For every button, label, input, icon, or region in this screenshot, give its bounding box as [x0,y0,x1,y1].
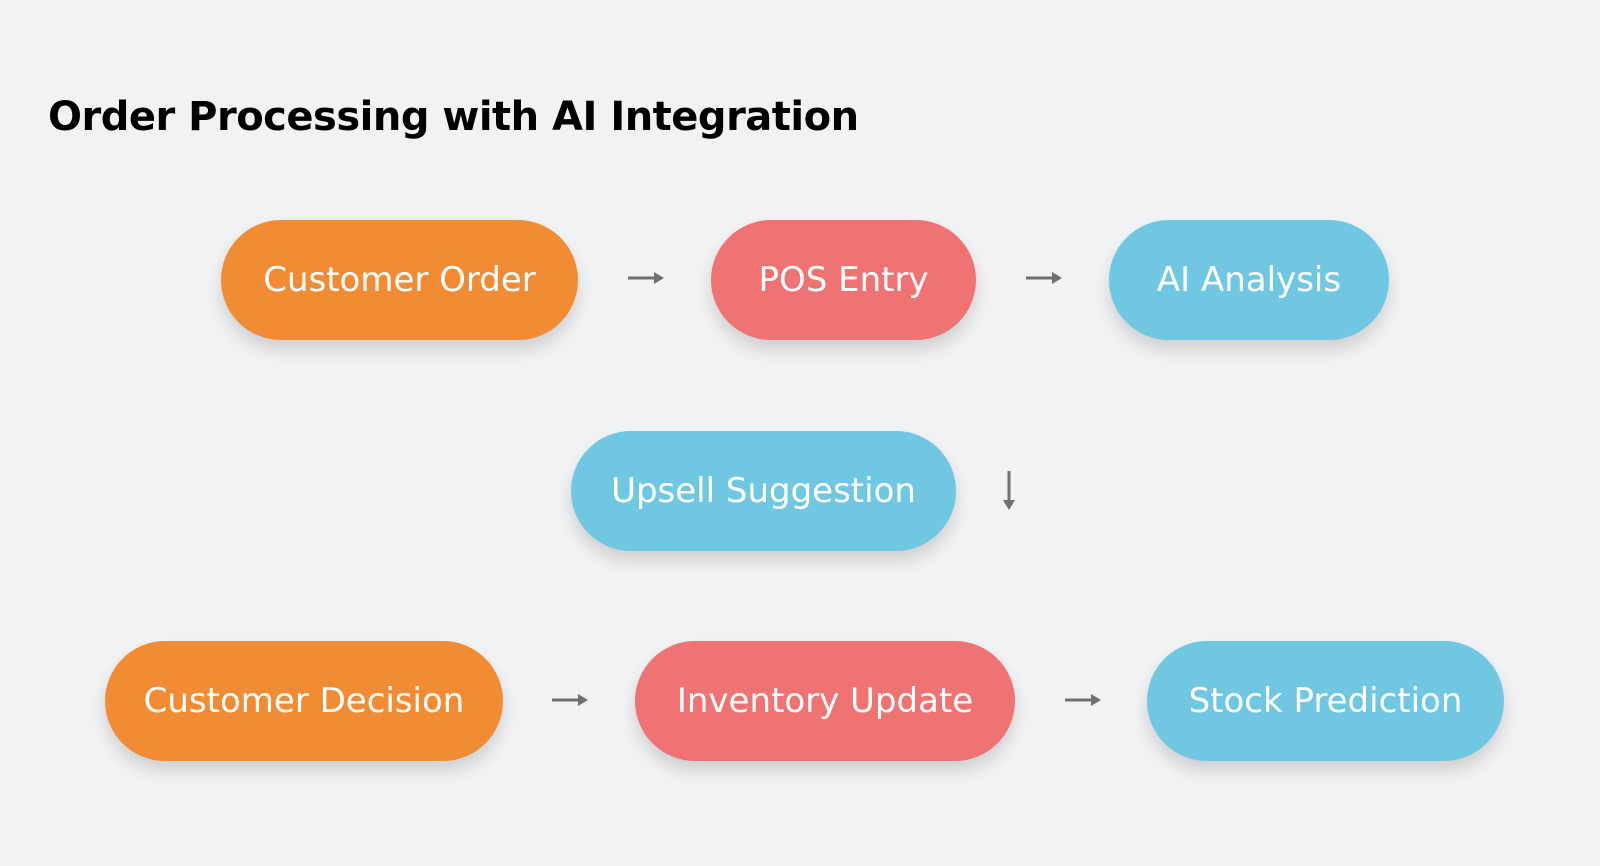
node-customer-order: Customer Order [221,220,578,340]
arrow-right-icon [626,263,666,293]
node-upsell-suggestion: Upsell Suggestion [571,431,956,551]
node-pos-entry: POS Entry [711,220,976,340]
node-inventory-update: Inventory Update [635,641,1015,761]
node-label: Customer Decision [143,681,465,721]
arrow-down-icon [994,469,1024,513]
node-label: Inventory Update [676,681,974,721]
node-label: POS Entry [758,260,929,300]
node-label: Stock Prediction [1188,681,1463,721]
node-label: AI Analysis [1156,260,1342,300]
node-ai-analysis: AI Analysis [1109,220,1389,340]
node-customer-decision: Customer Decision [105,641,503,761]
arrow-right-icon [1063,685,1103,715]
node-label: Customer Order [263,260,536,300]
page-title: Order Processing with AI Integration [48,94,859,140]
node-stock-prediction: Stock Prediction [1147,641,1504,761]
arrow-right-icon [1024,263,1064,293]
node-label: Upsell Suggestion [611,471,916,511]
arrow-right-icon [550,685,590,715]
